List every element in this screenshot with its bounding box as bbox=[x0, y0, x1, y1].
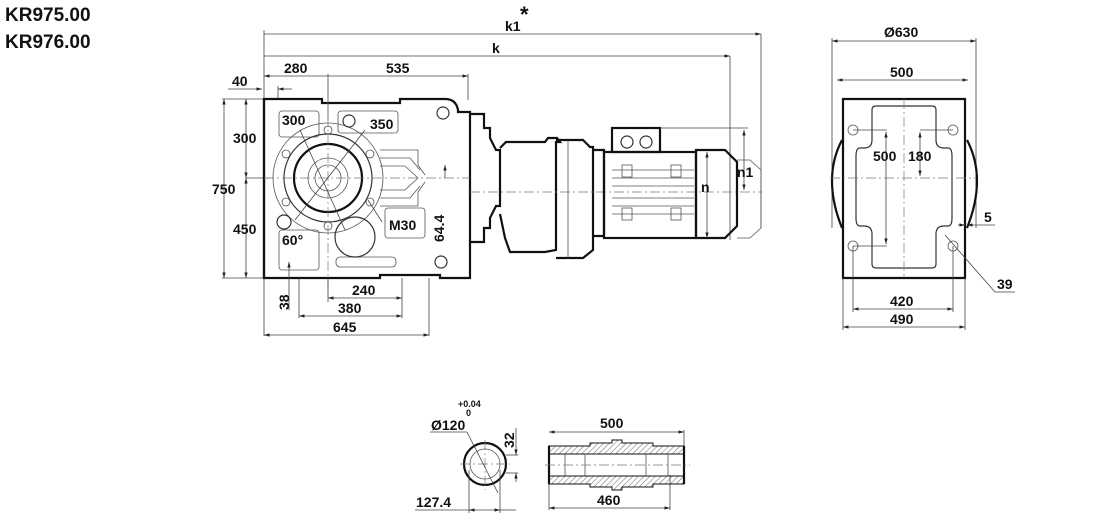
dim-645: 645 bbox=[333, 319, 357, 335]
dim-460: 460 bbox=[597, 492, 621, 508]
m30-leader bbox=[367, 199, 383, 223]
end-flange-right-arc bbox=[965, 139, 979, 229]
mounting-hole bbox=[276, 214, 292, 230]
dim-n: n bbox=[701, 179, 710, 195]
dim-500-shaft: 500 bbox=[600, 415, 624, 431]
thread-m30: M30 bbox=[389, 217, 416, 233]
end-view: Ø630 500 500 180 5 39 420 490 bbox=[830, 24, 1015, 330]
dim-490: 490 bbox=[890, 311, 914, 327]
lifting-eye bbox=[436, 106, 450, 120]
dim-39-leader bbox=[944, 234, 996, 293]
dim-350: 350 bbox=[370, 116, 394, 132]
dim-240: 240 bbox=[352, 282, 376, 298]
dim-38: 38 bbox=[276, 294, 292, 310]
coupling-housing bbox=[556, 138, 595, 260]
housing-panel bbox=[384, 207, 426, 239]
diameter-350-leader bbox=[294, 129, 366, 221]
motor-cooling-fins bbox=[612, 164, 694, 221]
tolerance-lower: 0 bbox=[466, 408, 471, 418]
gearbox-housing bbox=[262, 97, 472, 280]
end-flange-left-arc bbox=[830, 139, 844, 229]
dim-500-top: 500 bbox=[890, 64, 914, 80]
dim-64-4: 64.4 bbox=[431, 215, 447, 242]
motor-option-outline bbox=[737, 159, 762, 239]
cooling-fins bbox=[380, 149, 426, 207]
dim-5: 5 bbox=[984, 209, 992, 225]
housing-slot bbox=[335, 256, 397, 268]
end-view-recess bbox=[855, 105, 953, 269]
bolt-hole bbox=[365, 149, 375, 159]
motor-body bbox=[602, 150, 698, 240]
dim-300-diameter: 300 bbox=[282, 112, 306, 128]
angle-60: 60° bbox=[282, 232, 303, 248]
cable-gland bbox=[620, 135, 634, 149]
bore-diameter: Ø120 bbox=[431, 417, 465, 433]
motor-adapter bbox=[593, 148, 606, 238]
dim-32: 32 bbox=[501, 432, 517, 448]
bolt-hole bbox=[281, 149, 291, 159]
terminal-box bbox=[610, 126, 662, 154]
dim-300-vertical: 300 bbox=[233, 130, 257, 146]
mounting-hole bbox=[434, 255, 448, 269]
hollow-shaft-detail: Ø120 +0.04 0 32 127.4 500 460 bbox=[415, 399, 690, 513]
dim-39: 39 bbox=[997, 276, 1013, 292]
flange-adaptor bbox=[470, 112, 502, 244]
dim-500-vertical: 500 bbox=[873, 148, 897, 164]
bore-diameter-leader bbox=[466, 431, 499, 494]
dim-40: 40 bbox=[232, 73, 248, 89]
dim-127-4: 127.4 bbox=[416, 494, 451, 510]
shaft-wall-top bbox=[548, 439, 685, 455]
dim-n1: n1 bbox=[737, 164, 754, 180]
intermediate-stage bbox=[498, 136, 563, 254]
dim-750: 750 bbox=[212, 181, 236, 197]
bolt-hole bbox=[365, 197, 375, 207]
dim-450: 450 bbox=[233, 221, 257, 237]
mounting-hole bbox=[342, 114, 356, 128]
dim-420: 420 bbox=[890, 293, 914, 309]
dim-380: 380 bbox=[338, 300, 362, 316]
motor-fan-cover bbox=[694, 148, 739, 240]
shaft-wall-bottom bbox=[548, 475, 685, 491]
dim-280: 280 bbox=[284, 60, 308, 76]
dim-630: Ø630 bbox=[884, 24, 918, 40]
model-title-1: KR975.00 bbox=[5, 5, 91, 26]
model-title-2: KR976.00 bbox=[5, 32, 91, 53]
tolerance-upper: +0.04 bbox=[458, 399, 481, 409]
diameter-300-leader bbox=[299, 129, 346, 231]
k-label: k bbox=[492, 40, 500, 56]
bolt-hole bbox=[281, 197, 291, 207]
housing-panel bbox=[337, 110, 399, 134]
option-asterisk: * bbox=[520, 2, 529, 27]
dim-180: 180 bbox=[908, 148, 932, 164]
dim-535: 535 bbox=[386, 60, 410, 76]
cable-gland bbox=[639, 135, 653, 149]
k1-label: k1 bbox=[505, 18, 521, 34]
housing-panel bbox=[278, 229, 320, 271]
drain-plug-circle bbox=[334, 216, 376, 258]
side-view: k1 * k 280 535 40 300 750 450 bbox=[212, 2, 762, 337]
